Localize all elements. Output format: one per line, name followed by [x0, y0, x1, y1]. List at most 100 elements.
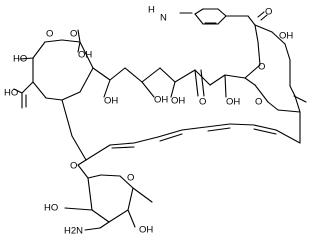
- atom-label-lactone-carbonyl-o: O: [258, 62, 265, 73]
- bond-line: [61, 91, 81, 101]
- bond-line: [109, 142, 135, 146]
- bond-line: [111, 146, 135, 149]
- bond-line: [85, 144, 111, 161]
- bond-line: [271, 31, 286, 45]
- bond-line: [257, 41, 261, 66]
- atom-label-hemiketal-oh: O: [70, 29, 77, 40]
- atom-label-hydroxyl-top-right: OH: [279, 31, 293, 42]
- bond-line: [45, 97, 63, 101]
- bond-line: [205, 123, 231, 128]
- bond-line: [32, 81, 47, 99]
- atom-label-nh-n: N: [160, 13, 167, 24]
- bond-line: [61, 99, 73, 137]
- atom-label-chain-oh-3: OH: [171, 96, 185, 107]
- atom-label-chain-oh-1: OH: [104, 96, 118, 107]
- bond-line: [79, 67, 94, 93]
- bond-line: [200, 69, 205, 97]
- bond-line: [108, 209, 129, 223]
- bond-line: [77, 164, 89, 179]
- atom-label-ring-oh: OH: [78, 50, 92, 61]
- bond-line: [157, 129, 183, 138]
- bond-line: [229, 123, 255, 126]
- bond-line: [217, 8, 227, 17]
- bond-line: [207, 127, 231, 132]
- bond-line: [267, 101, 279, 111]
- bond-line: [254, 24, 273, 33]
- atom-label-sugar-ho: HO: [44, 203, 58, 214]
- bond-line: [103, 79, 111, 98]
- bond-line: [254, 24, 259, 43]
- bond-line: [159, 67, 176, 83]
- bond-line: [159, 133, 183, 142]
- atom-label-ketone-o: O: [265, 7, 272, 18]
- bond-line: [294, 95, 301, 113]
- bond-line: [293, 95, 307, 103]
- bond-line: [13, 88, 23, 94]
- atom-label-ring-ho: HO: [13, 54, 27, 65]
- atom-label-chain-oh-4: OH: [226, 97, 240, 108]
- bond-line: [181, 126, 207, 131]
- bond-line: [64, 207, 93, 211]
- bond-line: [244, 64, 261, 79]
- atom-label-lactone-ring-o: O: [255, 97, 262, 108]
- bond-line: [194, 69, 211, 86]
- bond-line: [260, 14, 268, 21]
- bond-line: [19, 57, 34, 60]
- bond-line: [289, 85, 296, 97]
- bond-line: [77, 159, 87, 166]
- atom-label-chain-ketone-o: O: [199, 97, 206, 108]
- bond-line: [275, 129, 301, 144]
- bond-line: [32, 41, 46, 59]
- bond-line: [253, 124, 277, 131]
- bond-line: [253, 128, 277, 135]
- bond-line: [224, 74, 246, 79]
- bond-line: [87, 174, 102, 179]
- bond-line: [132, 187, 153, 203]
- bond-line: [127, 187, 134, 211]
- bond-lines: [13, 8, 307, 231]
- bond-line: [87, 177, 93, 211]
- bond-line: [217, 15, 227, 25]
- bond-line: [254, 84, 269, 103]
- bond-line: [99, 221, 110, 229]
- bond-line: [100, 174, 121, 177]
- bond-line: [79, 41, 94, 69]
- bond-line: [141, 67, 161, 83]
- bond-line: [119, 175, 134, 189]
- bond-line: [247, 15, 256, 26]
- bond-line: [77, 41, 81, 53]
- bond-line: [141, 81, 155, 98]
- bond-line: [91, 209, 110, 223]
- bond-line: [174, 69, 196, 83]
- atom-label-chain-oh-2: OH: [154, 95, 168, 106]
- bond-line: [44, 39, 63, 43]
- bond-line: [194, 8, 204, 15]
- bond-line: [170, 81, 176, 98]
- atom-label-nh-h: H: [148, 5, 155, 16]
- bond-line: [224, 74, 227, 98]
- atom-label-glycoside-o: O: [70, 161, 77, 172]
- atom-labels: H N O OH O O HO OH HO OH OH OH O OH O O …: [4, 5, 293, 237]
- bond-line: [127, 209, 136, 228]
- bond-line: [71, 135, 87, 161]
- bond-line: [277, 109, 301, 113]
- bond-line: [61, 39, 81, 43]
- bond-line: [124, 67, 143, 83]
- bond-line: [84, 227, 101, 231]
- atom-label-sugar-oh: OH: [139, 225, 153, 236]
- atom-label-carboxyl-ho: HO: [4, 88, 18, 99]
- bond-line: [257, 11, 265, 18]
- bond-line: [194, 69, 199, 97]
- bond-line: [284, 43, 291, 61]
- bond-line: [194, 13, 204, 25]
- bond-line: [209, 74, 226, 86]
- atom-label-sugar-amine: H2N: [64, 226, 83, 237]
- atom-label-sugar-ring-o: O: [127, 173, 134, 184]
- bond-line: [133, 136, 159, 144]
- bond-line: [244, 77, 256, 86]
- atom-label-ring-hemiketal-o: O: [46, 29, 53, 40]
- bond-line: [77, 29, 81, 43]
- bond-line: [21, 81, 34, 94]
- bond-line: [109, 67, 126, 81]
